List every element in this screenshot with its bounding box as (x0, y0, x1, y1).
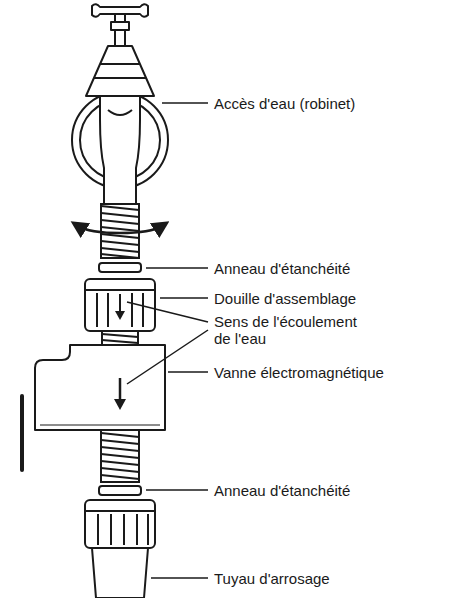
seal-ring (99, 263, 141, 272)
leader-line (127, 302, 208, 322)
hose-nut (85, 500, 155, 548)
leader-line (146, 489, 208, 491)
thread (102, 331, 138, 346)
garden-hose (92, 548, 148, 598)
valve-wire (20, 396, 24, 470)
leader-line (146, 267, 208, 269)
valve-edge (40, 425, 160, 426)
flow-arrow (115, 294, 125, 320)
part-label: Tuyau d'arrosage (214, 570, 330, 587)
thread (101, 204, 139, 258)
tap-spout-shade (108, 110, 132, 115)
part-label: Anneau d'étanchéité (214, 260, 350, 277)
tap-body (86, 46, 154, 96)
part-label: Sens de l'écoulement de l'eau (214, 313, 366, 347)
leader-line (151, 577, 208, 579)
flow-arrow (114, 378, 126, 410)
thread (101, 430, 139, 482)
leader-line (168, 371, 208, 373)
seal-ring (99, 486, 141, 495)
solenoid-valve (35, 345, 165, 430)
rotation-arrow (78, 226, 162, 233)
tap-stem-nut (111, 22, 129, 30)
part-label: Anneau d'étanchéité (214, 482, 350, 499)
tap-spout (100, 96, 140, 205)
part-label: Douille d'assemblage (214, 290, 356, 307)
leader-line (162, 102, 208, 104)
tap (72, 4, 168, 205)
coupling-nut (85, 279, 155, 331)
tap-body-band (94, 77, 146, 79)
leader-line (160, 297, 208, 299)
tap-body-band (100, 63, 140, 65)
part-label: Vanne électromagnétique (214, 364, 384, 381)
leader-line (127, 330, 208, 384)
leader-lines (127, 103, 208, 578)
part-label: Accès d'eau (robinet) (214, 95, 355, 112)
